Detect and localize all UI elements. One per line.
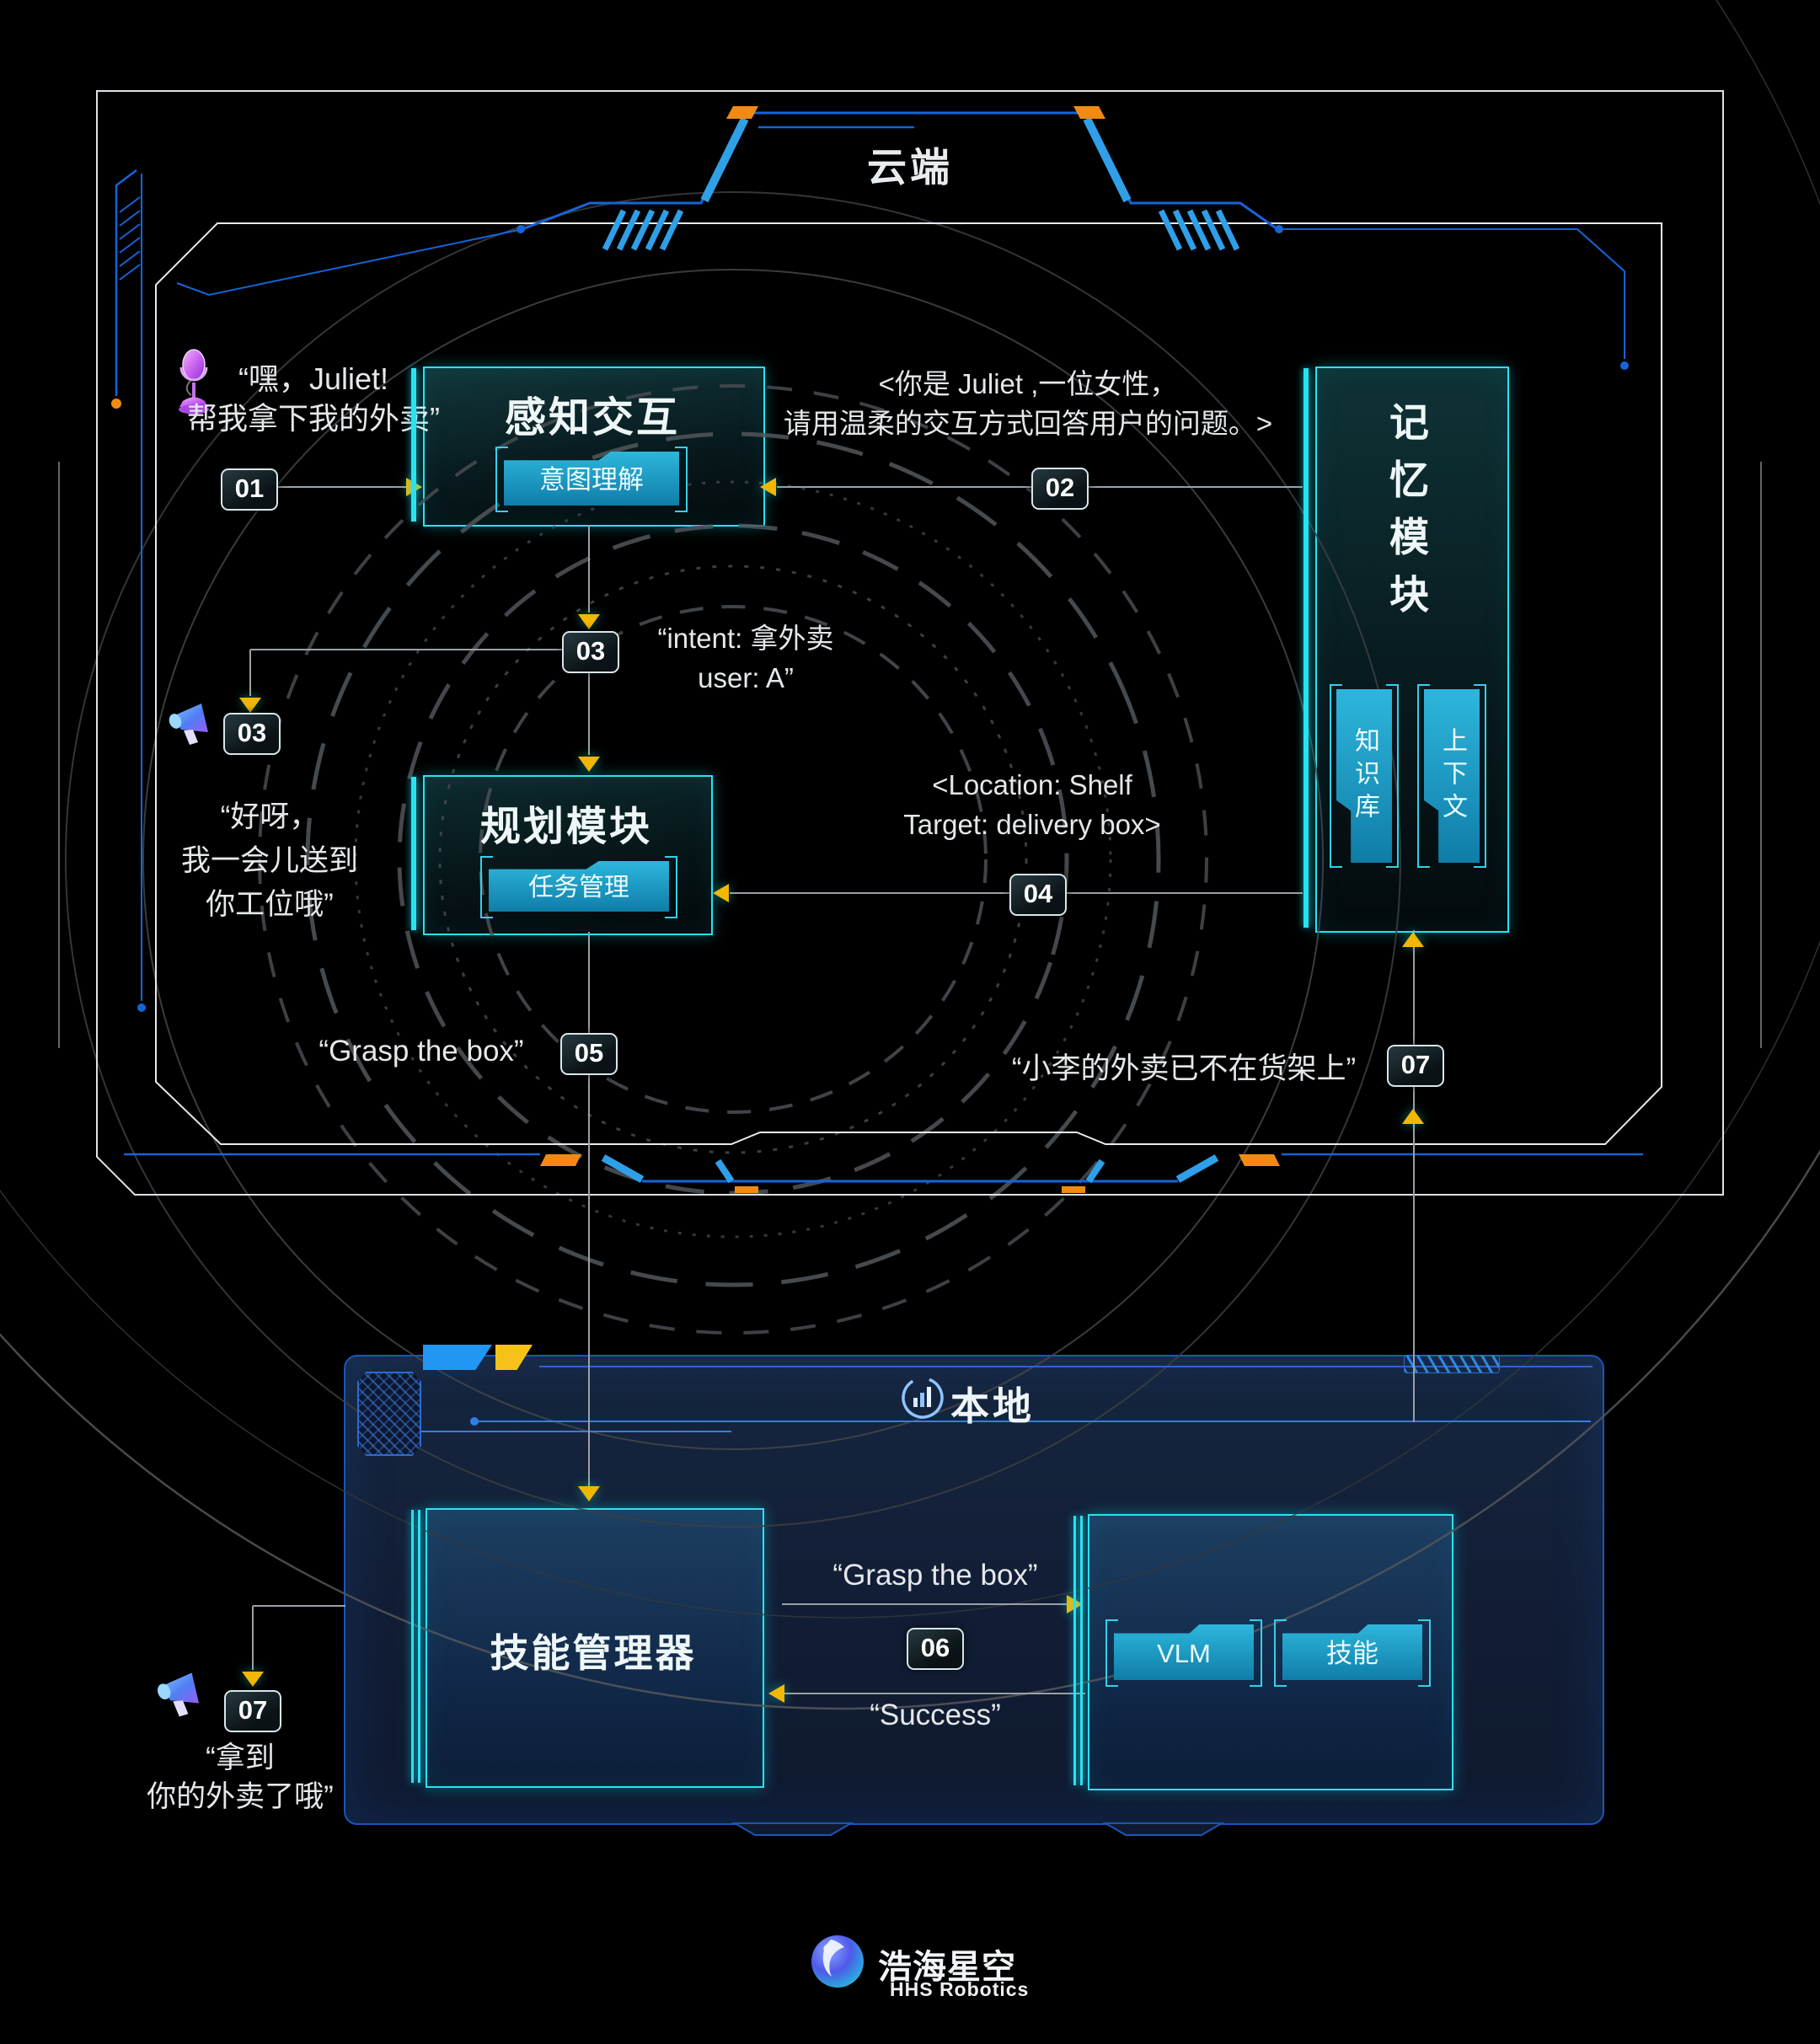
arrow-03-down-a — [578, 614, 600, 629]
grasp-command-text: “Grasp the box” — [318, 1035, 524, 1067]
connector-01 — [278, 486, 406, 488]
perception-box-title: 感知交互 — [504, 395, 680, 441]
planning-box-title: 规划模块 — [479, 805, 652, 849]
left-frame-decoration — [111, 169, 146, 1012]
arrow-06-left — [768, 1684, 784, 1703]
bottom-frame-decoration — [124, 1153, 1643, 1193]
memory-update-text: “小李的外卖已不在货架上” — [1011, 1052, 1357, 1085]
arrow-07b-down — [242, 1672, 264, 1687]
memory-box-title: 记 忆 模 块 — [1389, 400, 1432, 617]
perception-box-bar — [411, 368, 416, 522]
arrow-03-down-b — [578, 757, 600, 772]
arrow-03-branch-down — [239, 698, 261, 713]
brand-logo-icon — [811, 1935, 864, 1988]
speaker-icon-2 — [158, 1672, 200, 1717]
connector-07b-horizontal — [253, 1605, 345, 1607]
connector-06-response — [784, 1693, 1085, 1694]
arrow-02-left — [760, 478, 776, 496]
step-02-badge: 02 — [1031, 468, 1089, 510]
speaker-icon — [169, 704, 208, 745]
persona-prompt-text: <你是 Juliet ,一位女性， 请用温柔的交互方式回答用户的问题。> — [783, 368, 1273, 439]
step-01-badge: 01 — [221, 468, 278, 511]
success-response-text: “Success” — [870, 1699, 1001, 1731]
execution-bar-2 — [1080, 1516, 1083, 1785]
cloud-title: 云端 — [867, 145, 953, 190]
connector-03-down-a — [588, 525, 590, 613]
local-bottom-notches — [731, 1822, 1225, 1836]
step-04-badge: 04 — [1009, 874, 1067, 916]
local-stats-icon — [902, 1377, 944, 1419]
step-06-badge: 06 — [907, 1628, 964, 1670]
skill-manager-title: 技能管理器 — [490, 1631, 697, 1675]
delivery-done-text: “拿到 你的外卖了哦” — [147, 1742, 334, 1813]
assistant-reply-text: “好呀， 我一会儿送到 你工位哦” — [180, 800, 358, 921]
grasp-request-text: “Grasp the box” — [832, 1559, 1038, 1592]
brand-name-en: HHS Robotics — [890, 1978, 1030, 2000]
step-07-memory-badge: 07 — [1387, 1045, 1444, 1087]
step-03-badge: 03 — [562, 631, 619, 673]
connector-03-branch — [250, 649, 563, 650]
arrow-04-left — [713, 884, 729, 902]
skill-manager-bar-1 — [411, 1510, 414, 1783]
step-03-reply-badge: 03 — [223, 713, 281, 755]
step-07-user-badge: 07 — [224, 1690, 281, 1732]
location-target-text: <Location: Shelf Target: delivery box> — [903, 769, 1161, 840]
execution-bar-1 — [1073, 1516, 1076, 1785]
local-grid-box — [357, 1372, 421, 1456]
planning-box-bar — [411, 777, 416, 930]
connector-06-request — [782, 1603, 1068, 1605]
user-request-text: “嘿，Juliet! 帮我拿下我的外卖” — [187, 361, 440, 436]
connector-07-up — [1413, 930, 1415, 1422]
memory-box-bar — [1303, 368, 1309, 928]
local-hatch-decoration — [1404, 1355, 1500, 1373]
arrow-07-up-b — [1402, 1109, 1424, 1124]
skill-manager-bar-2 — [418, 1510, 420, 1783]
arrow-05-down — [578, 1486, 600, 1501]
arrow-07-up-a — [1402, 932, 1424, 947]
connector-03-branch-down — [249, 650, 251, 696]
local-title: 本地 — [950, 1384, 1035, 1428]
connector-03-down-b — [588, 672, 590, 755]
connector-05 — [588, 932, 590, 1486]
step-05-badge: 05 — [560, 1033, 618, 1075]
brand-name-cn: 浩海星空 — [878, 1949, 1016, 1986]
intent-result-text: “intent: 拿外卖 user: A” — [657, 623, 834, 693]
connector-07b-down — [252, 1606, 254, 1670]
